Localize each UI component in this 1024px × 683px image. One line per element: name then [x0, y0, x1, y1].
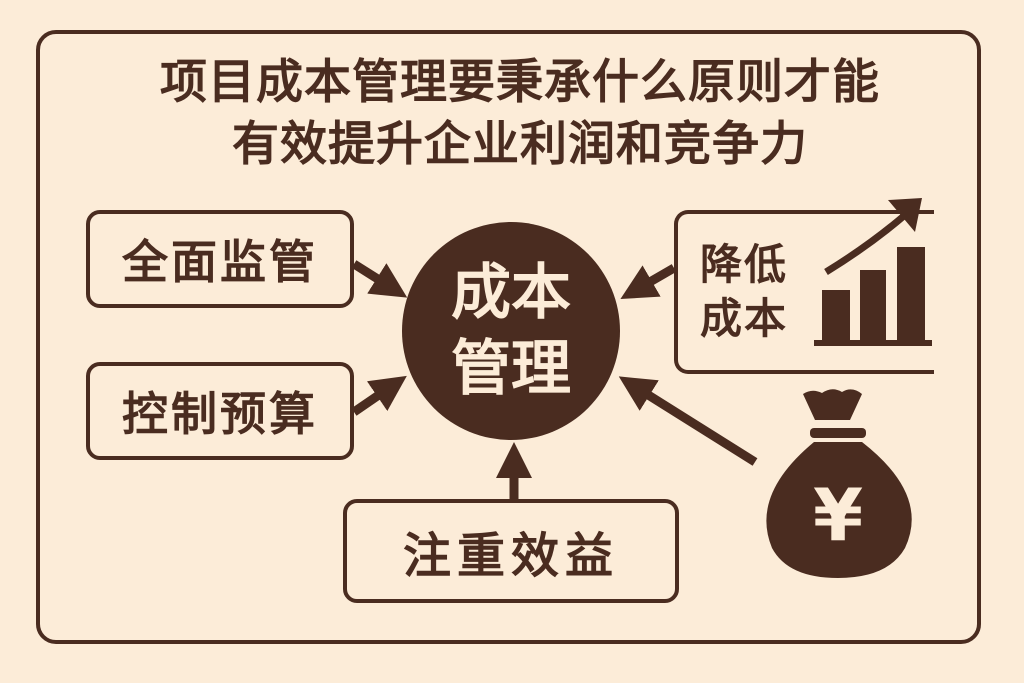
- center-label-line-2: 管理: [451, 334, 571, 404]
- growth-bar-chart-icon: [814, 198, 932, 346]
- arrow-moneybag-to-center: [618, 376, 758, 466]
- title-line-1: 项目成本管理要秉承什么原则才能: [160, 55, 880, 110]
- node-comprehensive-supervision: 全面监管: [86, 210, 354, 308]
- node-focus-on-benefit: 注重效益: [343, 499, 679, 603]
- title-line-2: 有效提升企业利润和竞争力: [232, 117, 808, 172]
- node-label: 全面监管: [122, 235, 318, 289]
- arrow-reduce-cost-to-center: [620, 264, 677, 300]
- node-reduce-cost: 降低 成本: [674, 210, 934, 374]
- outer-frame: [36, 30, 981, 644]
- node-label-line-1: 降低: [700, 240, 789, 289]
- node-label: 控制预算: [122, 387, 318, 441]
- page-title: 项目成本管理要秉承什么原则才能 有效提升企业利润和竞争力: [80, 52, 960, 176]
- center-node-cost-management: 成本 管理: [402, 222, 620, 440]
- arrow-budget-to-center: [351, 375, 407, 416]
- yen-symbol: ¥: [813, 473, 863, 557]
- arrow-supervision-to-center: [351, 260, 408, 298]
- center-label-line-1: 成本: [451, 258, 571, 328]
- node-label: 降低 成本: [700, 238, 788, 346]
- node-label-line-2: 成本: [700, 294, 789, 343]
- node-label: 注重效益: [402, 528, 619, 584]
- yen-money-bag-icon: ¥: [766, 389, 912, 578]
- node-budget-control: 控制预算: [86, 362, 354, 460]
